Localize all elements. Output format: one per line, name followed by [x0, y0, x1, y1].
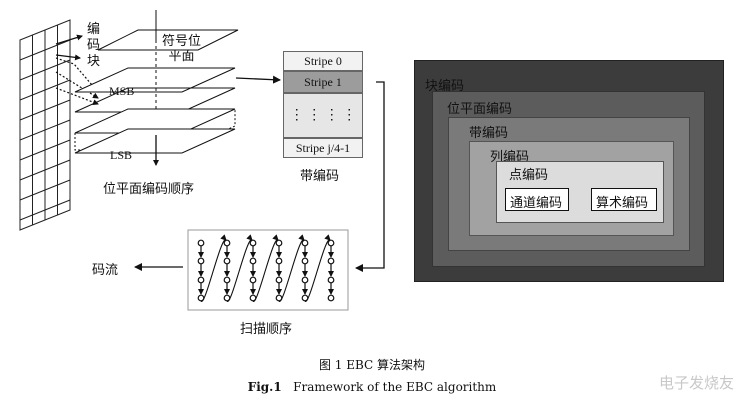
scan-order-box — [187, 229, 349, 311]
coefficient-dot — [301, 257, 309, 265]
coefficient-dot — [327, 257, 335, 265]
channel-coding-label: 通道编码 — [510, 196, 563, 211]
caption-cn: 图 1 EBC 算法架构 — [318, 358, 426, 372]
coefficient-dot — [275, 239, 283, 247]
watermark: 电子发烧友 — [658, 374, 734, 392]
coefficient-dot — [223, 257, 231, 265]
scan-return-arrow — [200, 234, 227, 302]
sign-bit-plane-label: 符号位 平面 — [162, 34, 202, 64]
coefficient-dot — [197, 276, 205, 284]
coefficient-dot — [275, 276, 283, 284]
bit-planes — [74, 29, 239, 154]
stripe-caption: 带编码 — [300, 169, 340, 184]
stripe-ellipsis: ⋮ ⋮ ⋮ ⋮ — [283, 93, 363, 138]
code-block-label: 编 码 块 — [87, 22, 101, 69]
stripe-coding-label: 带编码 — [469, 126, 509, 141]
sign-bit-plane — [97, 29, 239, 51]
coefficient-dot — [197, 239, 205, 247]
caption-en-prefix: Fig.1 — [247, 380, 282, 394]
point-coding-label: 点编码 — [509, 168, 549, 183]
stripes-to-scan-arrow — [355, 81, 385, 272]
coefficient-dot — [275, 257, 283, 265]
code-block-grid — [19, 19, 71, 231]
channel-coding-box: 通道编码 — [505, 188, 569, 211]
grid-arrows — [55, 34, 99, 106]
coefficient-dot — [197, 257, 205, 265]
block-coding-label: 块编码 — [425, 79, 465, 94]
coefficient-dot — [223, 239, 231, 247]
coefficient-dot — [249, 257, 257, 265]
bitstream-label: 码流 — [92, 263, 119, 278]
coefficient-dot — [327, 276, 335, 284]
coefficient-dot — [249, 239, 257, 247]
msb-plane — [74, 67, 236, 93]
msb-label: MSB — [109, 84, 135, 98]
lsb-plane — [74, 128, 236, 154]
arithmetic-coding-label: 算术编码 — [596, 196, 649, 211]
stripe-1: Stripe 1 — [283, 71, 363, 93]
scan-order-caption: 扫描顺序 — [240, 322, 293, 337]
caption-en: Fig.1 Framework of the EBC algorithm — [0, 380, 744, 394]
coefficient-dot — [249, 276, 257, 284]
scan-columns — [197, 234, 335, 302]
stripe-0: Stripe 0 — [283, 51, 363, 71]
coefficient-dot — [301, 239, 309, 247]
planes-to-stripes-arrow — [235, 75, 281, 84]
scan-return-arrow — [226, 234, 253, 302]
stripe-last: Stripe j/4-1 — [283, 138, 363, 158]
bitplane-coding-label: 位平面编码 — [447, 102, 513, 117]
scan-return-arrow — [304, 234, 331, 302]
caption-en-text: Framework of the EBC algorithm — [281, 380, 497, 394]
bitplane-order-caption: 位平面编码顺序 — [103, 182, 195, 197]
lsb-label: LSB — [110, 148, 133, 162]
coefficient-dot — [327, 239, 335, 247]
coefficient-dot — [327, 294, 335, 302]
coefficient-dot — [223, 276, 231, 284]
arithmetic-coding-box: 算术编码 — [591, 188, 657, 211]
scan-return-arrow — [252, 234, 279, 302]
scan-return-arrow — [278, 234, 305, 302]
coefficient-dot — [301, 276, 309, 284]
